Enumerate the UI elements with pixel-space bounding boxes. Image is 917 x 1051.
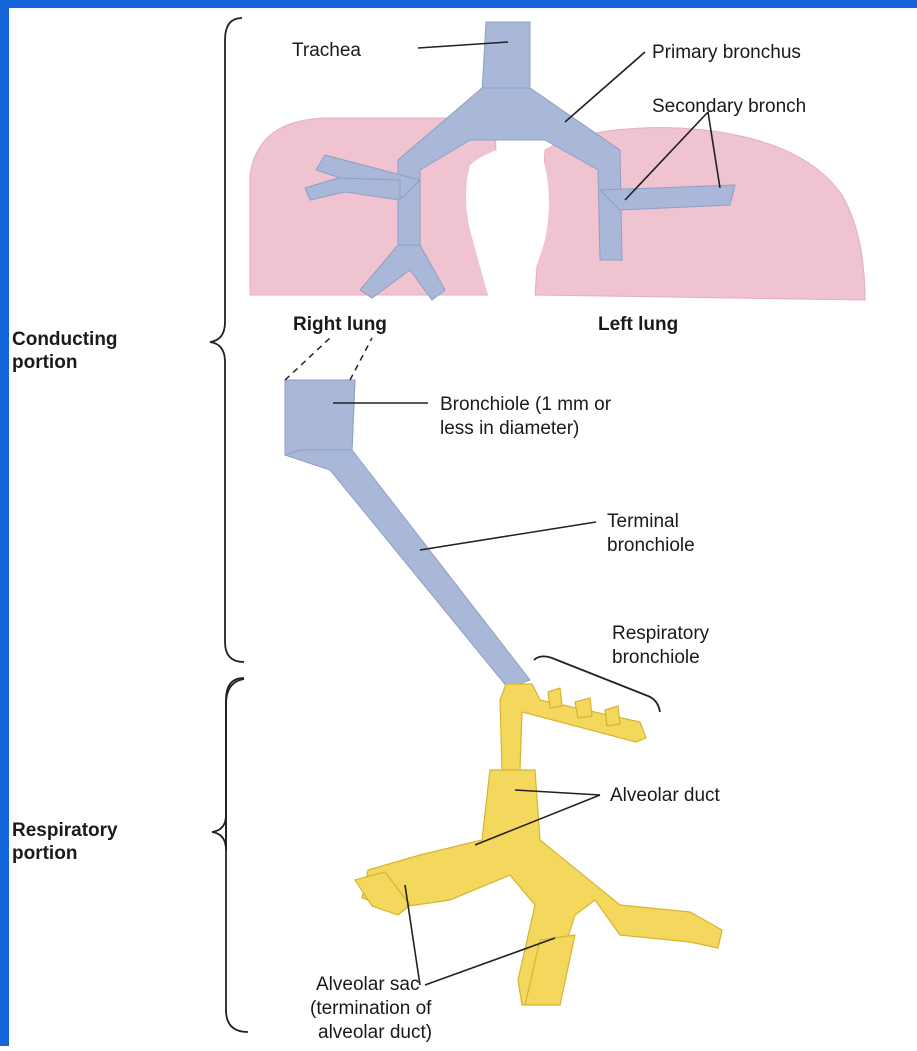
- terminal-bronchiole-line-1: Terminal: [607, 511, 679, 532]
- alveolar-sac-line-1: Alveolar sac: [316, 974, 420, 995]
- respiratory-bronchiole-bud-1: [548, 688, 562, 708]
- alveolar-sac-label: Alveolar sac (termination of alveolar du…: [310, 974, 437, 1043]
- respiratory-bronchiole-line-1: Respiratory: [612, 623, 710, 644]
- alveolar-duct-label: Alveolar duct: [610, 785, 721, 806]
- respiratory-bronchiole-line-2: bronchiole: [612, 647, 700, 668]
- secondary-bronchi-label: Secondary bronch: [652, 96, 806, 117]
- bronchiole-line-1: Bronchiole (1 mm or: [440, 394, 612, 415]
- bronchiole-line-2: less in diameter): [440, 418, 579, 439]
- trachea-label: Trachea: [292, 40, 361, 61]
- terminal-bronchiole-line-2: bronchiole: [607, 535, 695, 556]
- trachea-shape: [482, 22, 530, 92]
- conducting-portion-line-1: Conducting: [12, 329, 118, 350]
- alveolar-sac-line-3: alveolar duct): [318, 1022, 432, 1043]
- respiratory-portion-line-2: portion: [12, 843, 77, 864]
- right-lung-label: Right lung: [293, 314, 387, 335]
- respiratory-bronchiole-bud-2: [575, 698, 592, 718]
- bronchiole-upper: [285, 380, 355, 455]
- respiratory-portion-line-1: Respiratory: [12, 820, 118, 841]
- respiratory-bronchiole-bud-3: [605, 706, 620, 726]
- alveolar-sac-line-2: (termination of: [310, 998, 432, 1019]
- left-lung-label: Left lung: [598, 314, 678, 335]
- conducting-portion-line-2: portion: [12, 352, 77, 373]
- primary-bronchus-label: Primary bronchus: [652, 42, 801, 63]
